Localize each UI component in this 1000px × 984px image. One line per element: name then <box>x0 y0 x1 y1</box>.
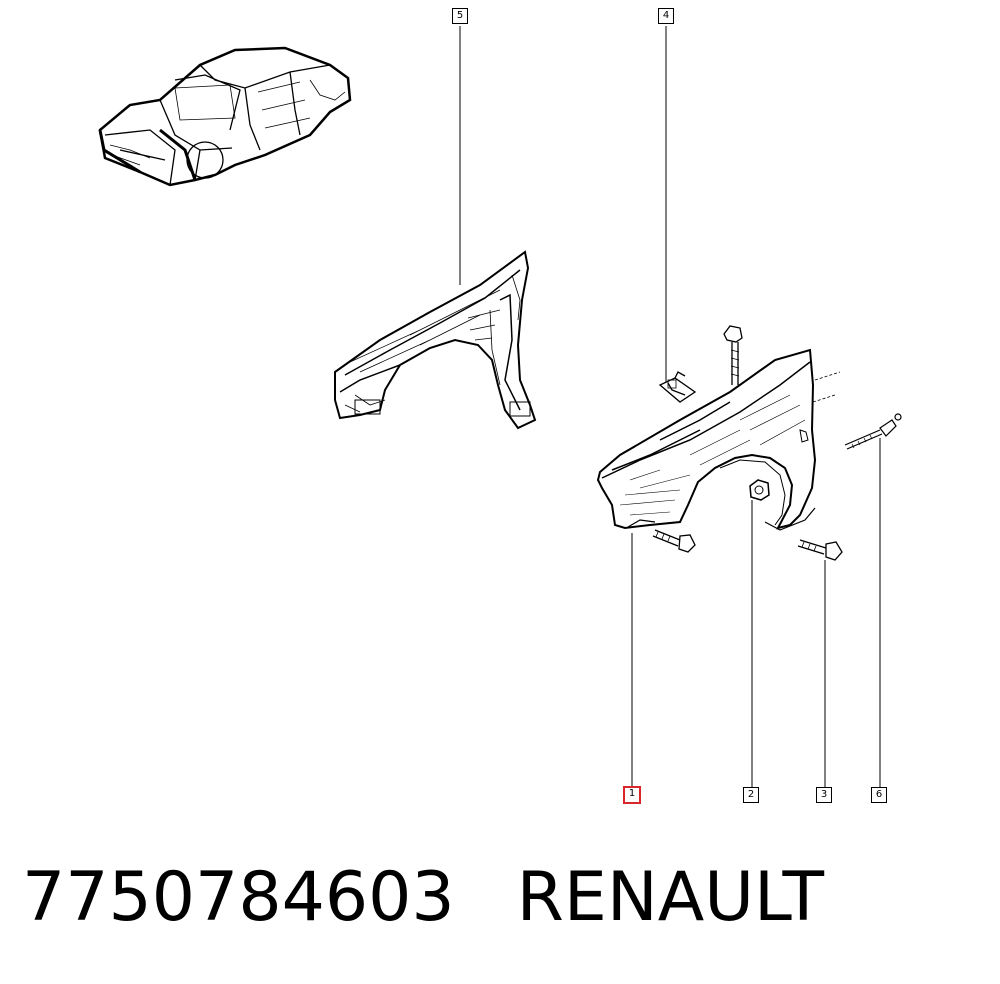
clip-nut <box>658 371 697 403</box>
lower-right-screw <box>797 539 843 561</box>
car-body-thumbnail <box>98 46 352 187</box>
hex-nut <box>749 479 770 501</box>
leader-lines <box>459 26 881 787</box>
callout-5[interactable]: 5 <box>452 8 468 24</box>
brand-name: RENAULT <box>516 858 825 937</box>
fender-inner-view <box>334 250 537 430</box>
callout-6[interactable]: 6 <box>871 787 887 803</box>
callout-3[interactable]: 3 <box>816 787 832 803</box>
part-caption: 7750784603 RENAULT <box>22 858 824 948</box>
callout-1[interactable]: 1 <box>623 786 641 804</box>
parts-diagram <box>98 26 902 787</box>
front-fender <box>596 348 841 531</box>
long-stud <box>844 413 902 450</box>
lower-left-screw <box>652 529 696 553</box>
top-bolt <box>723 325 743 385</box>
callout-4[interactable]: 4 <box>658 8 674 24</box>
callout-2[interactable]: 2 <box>743 787 759 803</box>
part-number: 7750784603 <box>22 858 455 937</box>
